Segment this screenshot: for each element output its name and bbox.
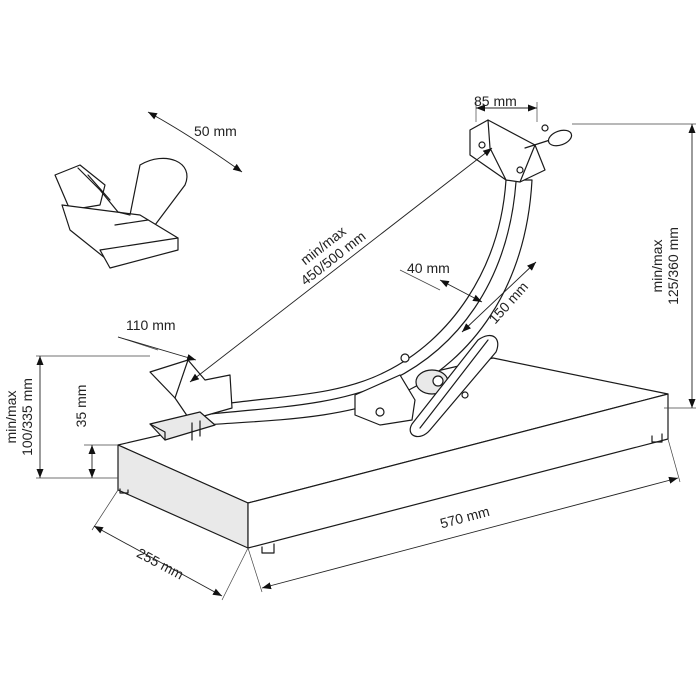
clamp-detail-inset bbox=[54, 157, 188, 269]
dim-height-left: min/max 100/335 mm bbox=[3, 355, 150, 479]
svg-text:85 mm: 85 mm bbox=[474, 93, 517, 109]
svg-text:570 mm: 570 mm bbox=[438, 503, 491, 532]
dim-base-height: 35 mm bbox=[73, 385, 118, 478]
dim-height-right: min/max 125/360 mm bbox=[572, 123, 696, 409]
svg-text:255 mm: 255 mm bbox=[134, 545, 186, 583]
rotation-label: 50 mm bbox=[194, 123, 237, 139]
height-left-line1: min/max bbox=[3, 391, 19, 444]
dim-base-length: 570 mm bbox=[247, 438, 681, 593]
height-right-line1: min/max bbox=[649, 240, 665, 293]
svg-text:40 mm: 40 mm bbox=[407, 260, 450, 276]
svg-text:35 mm: 35 mm bbox=[73, 385, 89, 428]
height-left-line2: 100/335 mm bbox=[19, 378, 35, 456]
height-right-line2: 125/360 mm bbox=[665, 227, 681, 305]
dim-top-width: 85 mm bbox=[474, 93, 538, 122]
dim-foot-width: 110 mm bbox=[117, 317, 197, 361]
dim-inner-width: 40 mm bbox=[399, 260, 483, 303]
svg-text:110 mm: 110 mm bbox=[126, 317, 176, 333]
foot-clamp bbox=[149, 359, 233, 441]
